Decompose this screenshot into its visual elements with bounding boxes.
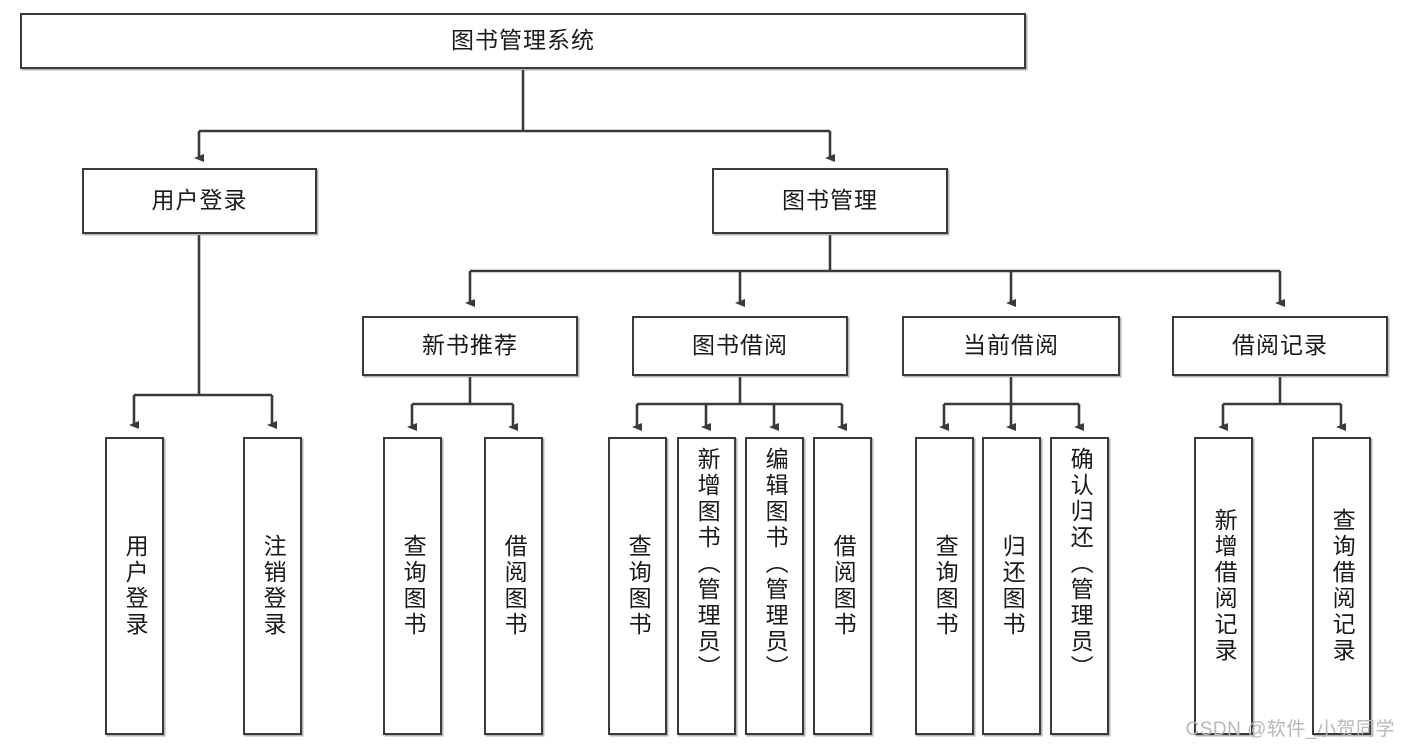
node-leaf-borrow-book-1[interactable]: 借阅图书 [484,437,543,735]
node-leaf-borrow-book-2-label: 借阅图书 [830,534,857,638]
node-current-borrow[interactable]: 当前借阅 [902,316,1120,376]
node-book-manage-label: 图书管理 [782,187,878,214]
node-user-login-label: 用户登录 [151,187,248,214]
node-current-borrow-label: 当前借阅 [963,332,1059,359]
node-leaf-edit-book[interactable]: 编辑图书（管理员） [745,437,804,735]
node-book-borrow-label: 图书借阅 [692,332,788,359]
node-user-login[interactable]: 用户登录 [82,168,317,234]
node-leaf-borrow-book-2[interactable]: 借阅图书 [813,437,872,735]
node-leaf-query-book-2-label: 查询图书 [625,534,652,638]
node-leaf-add-book[interactable]: 新增图书（管理员） [677,437,736,735]
node-root[interactable]: 图书管理系统 [20,13,1026,69]
node-borrow-record-label: 借阅记录 [1232,332,1328,359]
watermark: CSDN @软件_小贺同学 [1185,719,1395,740]
node-leaf-logout-label: 注销登录 [260,534,287,638]
node-leaf-query-book-3-label: 查询图书 [932,534,959,638]
node-leaf-logout[interactable]: 注销登录 [243,437,302,735]
node-borrow-record[interactable]: 借阅记录 [1172,316,1388,376]
node-leaf-query-book-1-label: 查询图书 [400,534,427,638]
node-leaf-query-record-label: 查询借阅记录 [1329,508,1356,664]
node-leaf-confirm-return[interactable]: 确认归还（管理员） [1050,437,1109,735]
node-new-book-rec-label: 新书推荐 [422,332,518,359]
node-leaf-user-login-label: 用户登录 [122,534,149,638]
node-leaf-add-book-label: 新增图书（管理员） [694,447,721,681]
node-leaf-query-book-1[interactable]: 查询图书 [383,437,442,735]
node-leaf-query-record[interactable]: 查询借阅记录 [1312,437,1371,735]
node-leaf-return-book-label: 归还图书 [999,534,1026,638]
node-leaf-user-login[interactable]: 用户登录 [105,437,164,735]
node-leaf-query-book-3[interactable]: 查询图书 [915,437,974,735]
node-leaf-borrow-book-1-label: 借阅图书 [501,534,528,638]
node-leaf-add-record-label: 新增借阅记录 [1211,508,1238,664]
node-leaf-return-book[interactable]: 归还图书 [982,437,1041,735]
node-leaf-query-book-2[interactable]: 查询图书 [608,437,667,735]
node-book-manage[interactable]: 图书管理 [712,168,948,234]
node-book-borrow[interactable]: 图书借阅 [632,316,848,376]
node-leaf-confirm-return-label: 确认归还（管理员） [1067,447,1094,681]
node-leaf-add-record[interactable]: 新增借阅记录 [1194,437,1253,735]
node-root-label: 图书管理系统 [451,27,595,54]
node-new-book-rec[interactable]: 新书推荐 [362,316,578,376]
node-leaf-edit-book-label: 编辑图书（管理员） [762,447,789,681]
